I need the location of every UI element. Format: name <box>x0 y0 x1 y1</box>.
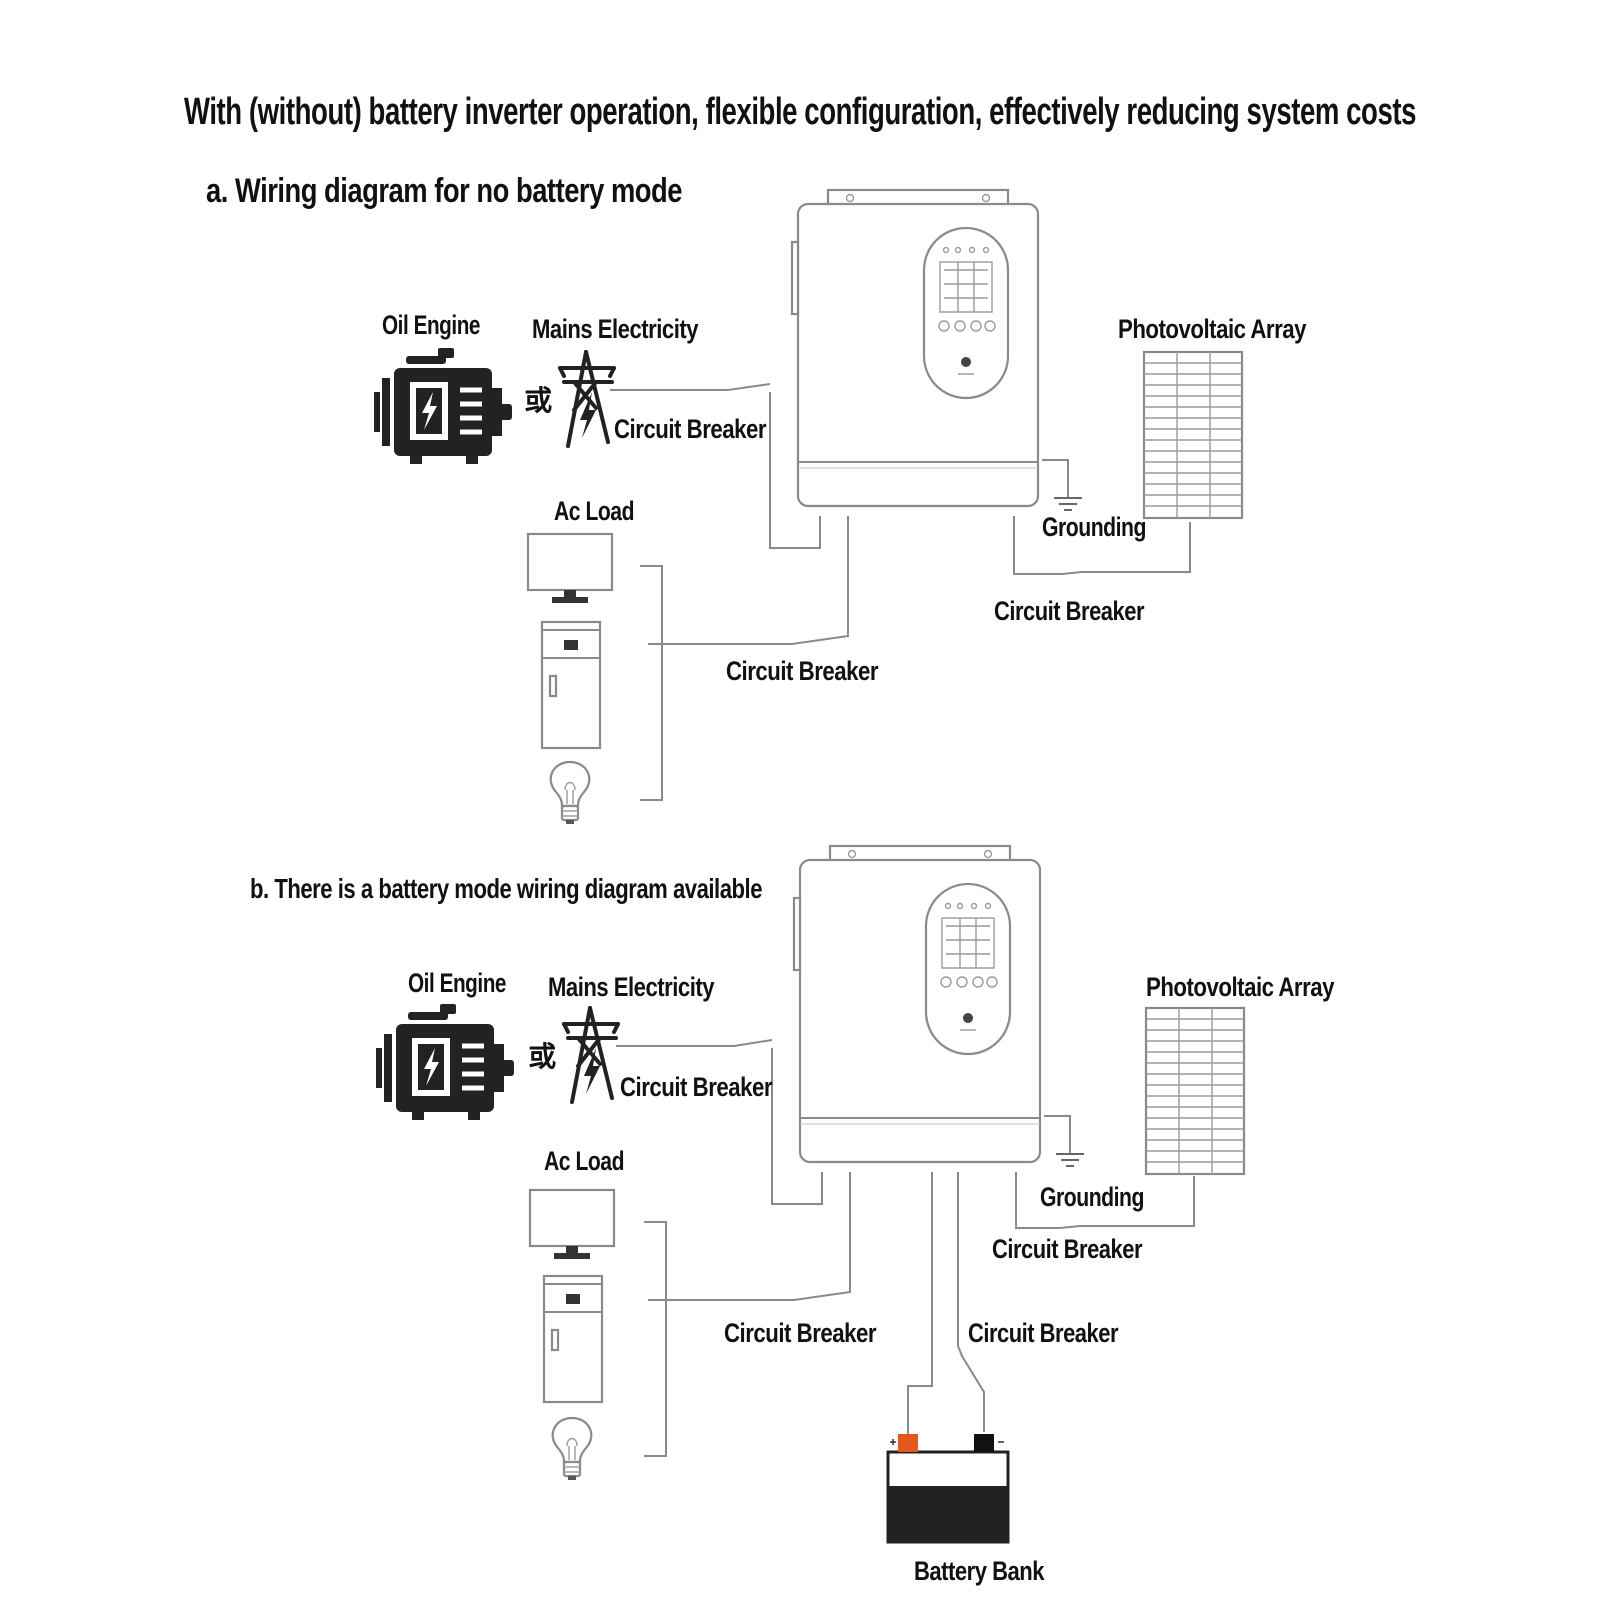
oil-engine-label: Oil Engine <box>408 968 506 998</box>
inverter-unit <box>792 844 1042 1164</box>
ground-symbol <box>1055 1125 1085 1167</box>
mains-pylon-icon <box>562 1006 620 1104</box>
section-b-heading: b. There is a battery mode wiring diagra… <box>250 873 762 904</box>
mains-breaker-label: Circuit Breaker <box>614 414 767 444</box>
inverter-unit <box>790 188 1040 508</box>
negative-terminal <box>974 1434 994 1452</box>
pv-panel-icon <box>1142 350 1244 520</box>
grounding-label: Grounding <box>1040 1182 1144 1212</box>
battery-bank-label: Battery Bank <box>914 1556 1045 1586</box>
or-glyph: 或 <box>524 385 552 416</box>
grounding-label: Grounding <box>1042 512 1146 542</box>
pv-panel-icon <box>1144 1006 1246 1176</box>
section-a-no-battery: a. Wiring diagram for no battery mode 或 … <box>206 172 1307 826</box>
light-bulb-icon <box>549 760 591 826</box>
ac-load-label: Ac Load <box>544 1146 624 1176</box>
battery-breaker-label: Circuit Breaker <box>968 1318 1119 1348</box>
mains-pylon-icon <box>558 350 616 448</box>
mains-breaker-label: Circuit Breaker <box>620 1072 773 1102</box>
battery-bank-icon <box>886 1434 1010 1544</box>
ac-load-label: Ac Load <box>554 496 634 526</box>
tv-icon <box>526 532 614 605</box>
load-breaker-label: Circuit Breaker <box>726 656 879 686</box>
or-glyph: 或 <box>528 1041 556 1072</box>
pv-array-label: Photovoltaic Array <box>1118 314 1306 344</box>
oil-engine-label: Oil Engine <box>382 310 480 340</box>
pv-breaker-label: Circuit Breaker <box>992 1234 1143 1264</box>
ground-symbol <box>1053 469 1083 511</box>
page-title: With (without) battery inverter operatio… <box>184 91 1416 133</box>
mains-label: Mains Electricity <box>548 972 714 1002</box>
pv-breaker-label: Circuit Breaker <box>994 596 1145 626</box>
pv-array-label: Photovoltaic Array <box>1146 972 1334 1002</box>
fridge-icon <box>542 1274 604 1404</box>
positive-terminal <box>898 1434 918 1452</box>
load-breaker-label: Circuit Breaker <box>724 1318 877 1348</box>
mains-label: Mains Electricity <box>532 314 698 344</box>
tv-icon <box>528 1188 616 1261</box>
fridge-icon <box>540 620 602 750</box>
oil-engine-icon <box>374 348 512 464</box>
section-a-heading: a. Wiring diagram for no battery mode <box>206 172 682 210</box>
oil-engine-icon <box>376 1004 514 1120</box>
light-bulb-icon <box>551 1416 593 1482</box>
section-b-battery: b. There is a battery mode wiring diagra… <box>250 844 1335 1586</box>
